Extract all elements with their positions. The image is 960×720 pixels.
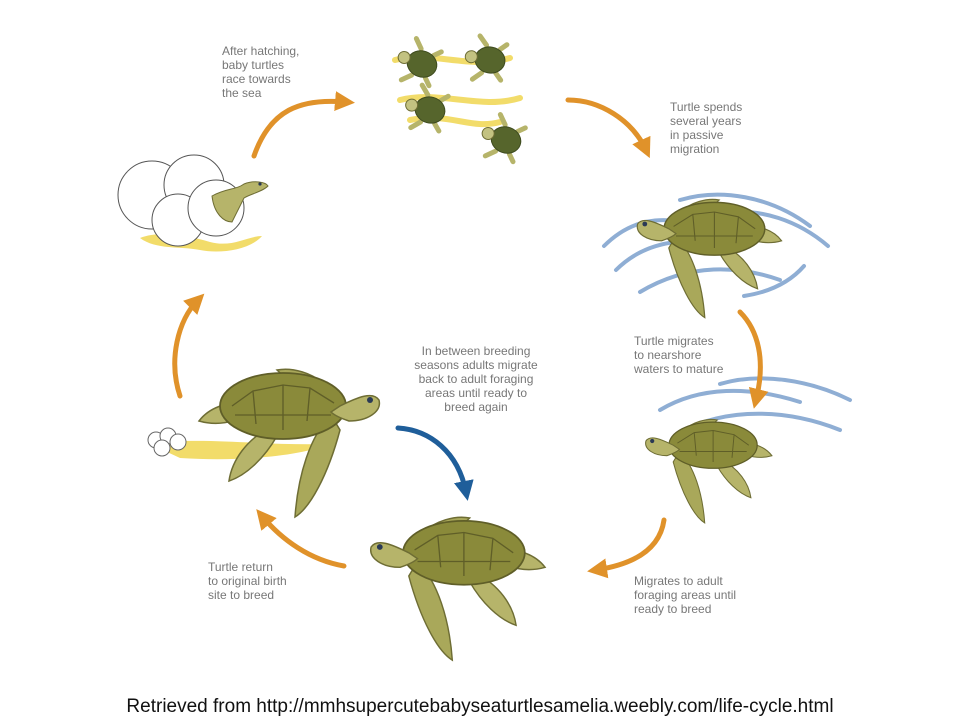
arrow-icon (565, 97, 651, 159)
label-nearshore: Turtle migrates to nearshore waters to m… (634, 334, 724, 376)
cycle-arrows (172, 91, 769, 579)
nesting-icon (147, 427, 330, 460)
label-between-breeding: In between breeding seasons adults migra… (414, 344, 538, 414)
egg-cluster-icon (117, 154, 269, 252)
hatching-turtle-icon (211, 181, 269, 223)
label-passive-migration: Turtle spends several years in passive m… (670, 100, 743, 156)
arrow-icon (172, 293, 205, 399)
arrow-icon (395, 425, 474, 501)
source-citation: Retrieved from http://mmhsupercutebabyse… (126, 696, 834, 717)
hatchlings-icon (391, 34, 528, 166)
label-hatching: After hatching, baby turtles race toward… (222, 44, 300, 100)
arrow-icon (737, 309, 769, 409)
turtle-icon (369, 516, 546, 661)
label-return: Turtle return to original birth site to … (208, 560, 287, 602)
arrow-icon (256, 509, 347, 569)
water-swirl-icon (658, 376, 852, 434)
turtle-icon (636, 198, 783, 319)
turtle-icon (645, 418, 773, 524)
arrow-icon (587, 517, 667, 579)
label-foraging: Migrates to adult foraging areas until r… (634, 574, 737, 616)
arrow-icon (251, 91, 355, 159)
